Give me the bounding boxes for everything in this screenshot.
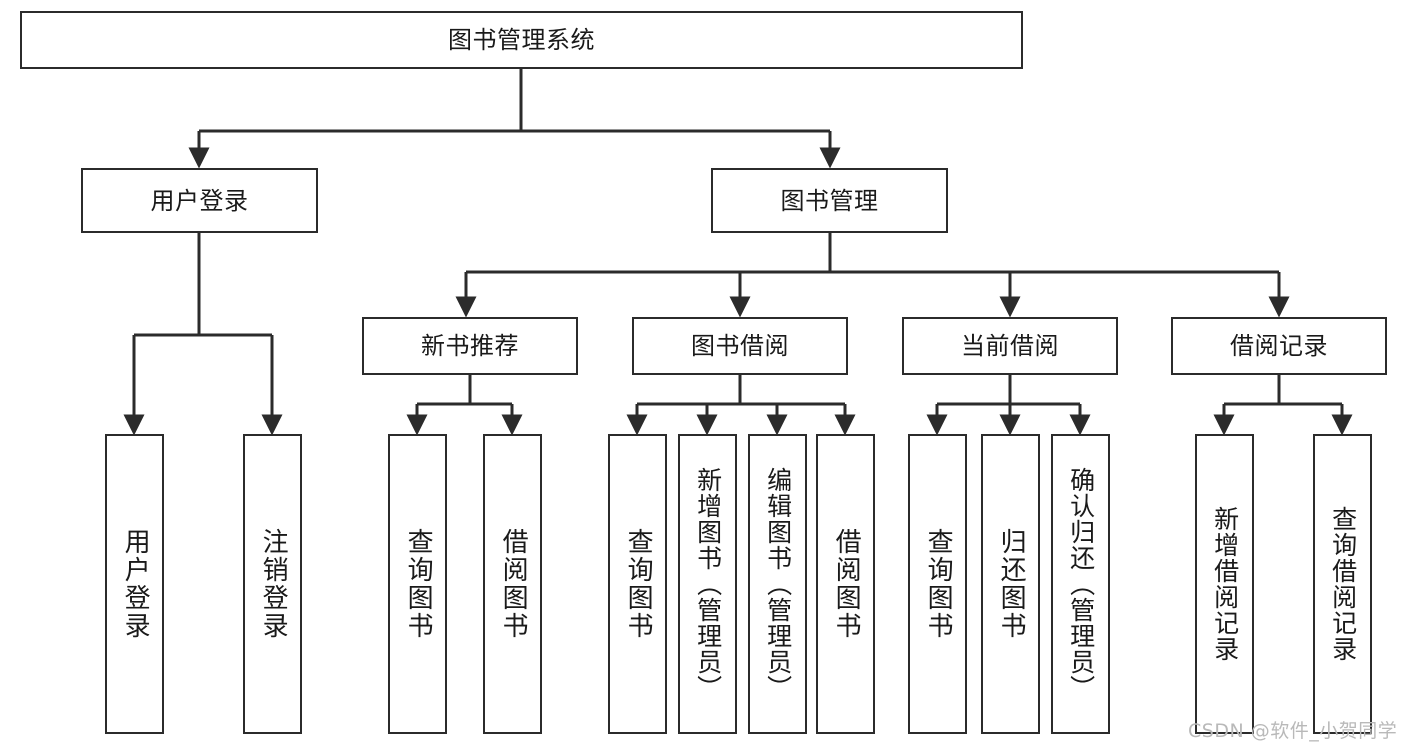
node-label: 注销登录 (258, 528, 289, 640)
node-label: 新书推荐 (421, 332, 519, 360)
leaf-borrow-add-book[interactable]: 新增图书（管理员） (678, 434, 737, 734)
node-current-borrow[interactable]: 当前借阅 (902, 317, 1118, 375)
leaf-current-return-book[interactable]: 归还图书 (981, 434, 1040, 734)
node-label: 归还图书 (996, 528, 1027, 640)
node-label: 借阅记录 (1230, 332, 1328, 360)
node-new-book-recommend[interactable]: 新书推荐 (362, 317, 578, 375)
leaf-user-login-login[interactable]: 用户登录 (105, 434, 164, 734)
node-root-system[interactable]: 图书管理系统 (20, 11, 1023, 69)
leaf-record-add-record[interactable]: 新增借阅记录 (1195, 434, 1254, 734)
node-label: 借阅图书 (831, 528, 862, 640)
leaf-borrow-query-book[interactable]: 查询图书 (608, 434, 667, 734)
node-label: 新增图书（管理员） (693, 467, 723, 701)
node-user-login[interactable]: 用户登录 (81, 168, 318, 233)
leaf-borrow-edit-book[interactable]: 编辑图书（管理员） (748, 434, 807, 734)
csdn-watermark: CSDN @软件_小贺同学 (1188, 720, 1398, 742)
node-book-management[interactable]: 图书管理 (711, 168, 948, 233)
node-label: 编辑图书（管理员） (763, 467, 793, 701)
node-label: 查询图书 (623, 528, 654, 640)
node-label: 查询图书 (923, 528, 954, 640)
node-label: 图书借阅 (691, 332, 789, 360)
node-label: 用户登录 (150, 186, 249, 215)
node-label: 当前借阅 (961, 332, 1059, 360)
leaf-current-confirm-return[interactable]: 确认归还（管理员） (1051, 434, 1110, 734)
node-label: 新增借阅记录 (1210, 506, 1240, 662)
node-label: 图书管理系统 (448, 26, 595, 54)
node-label: 查询借阅记录 (1328, 506, 1358, 662)
leaf-record-query-record[interactable]: 查询借阅记录 (1313, 434, 1372, 734)
leaf-borrow-borrow-book[interactable]: 借阅图书 (816, 434, 875, 734)
node-label: 借阅图书 (498, 528, 529, 640)
node-borrow-record[interactable]: 借阅记录 (1171, 317, 1387, 375)
leaf-user-login-logout[interactable]: 注销登录 (243, 434, 302, 734)
node-book-borrow[interactable]: 图书借阅 (632, 317, 848, 375)
leaf-current-query-book[interactable]: 查询图书 (908, 434, 967, 734)
node-label: 查询图书 (403, 528, 434, 640)
node-label: 确认归还（管理员） (1066, 467, 1096, 701)
node-label: 图书管理 (780, 186, 879, 215)
leaf-recommend-query-book[interactable]: 查询图书 (388, 434, 447, 734)
node-label: 用户登录 (120, 528, 151, 640)
leaf-recommend-borrow-book[interactable]: 借阅图书 (483, 434, 542, 734)
